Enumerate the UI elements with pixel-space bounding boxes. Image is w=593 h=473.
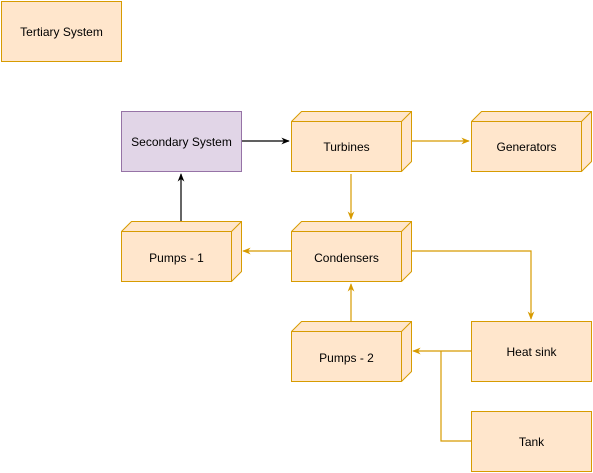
node-turbines[interactable]: Turbines — [291, 111, 412, 172]
node-tertiary-system[interactable]: Tertiary System — [1, 1, 122, 62]
edges — [177, 137, 535, 442]
node-condensers[interactable]: Condensers — [291, 221, 412, 282]
node-label: Pumps - 2 — [319, 351, 374, 365]
node-tank[interactable]: Tank — [471, 411, 592, 472]
node-generators[interactable]: Generators — [471, 111, 592, 172]
node-secondary-system[interactable]: Secondary System — [121, 111, 242, 172]
node-heat-sink[interactable]: Heat sink — [471, 321, 592, 382]
edge-condensers-to-heatsink — [411, 250, 535, 320]
node-label: Heat sink — [506, 345, 557, 359]
node-label: Tertiary System — [20, 25, 103, 39]
node-label: Turbines — [323, 140, 369, 154]
node-label: Generators — [496, 140, 556, 154]
node-label: Secondary System — [131, 135, 232, 149]
node-label: Condensers — [314, 251, 379, 265]
edge-tank-to-pumps2 — [440, 351, 471, 442]
node-label: Tank — [519, 435, 545, 449]
node-label: Pumps - 1 — [149, 251, 204, 265]
node-pumps-1[interactable]: Pumps - 1 — [121, 221, 242, 282]
node-pumps-2[interactable]: Pumps - 2 — [291, 321, 412, 382]
